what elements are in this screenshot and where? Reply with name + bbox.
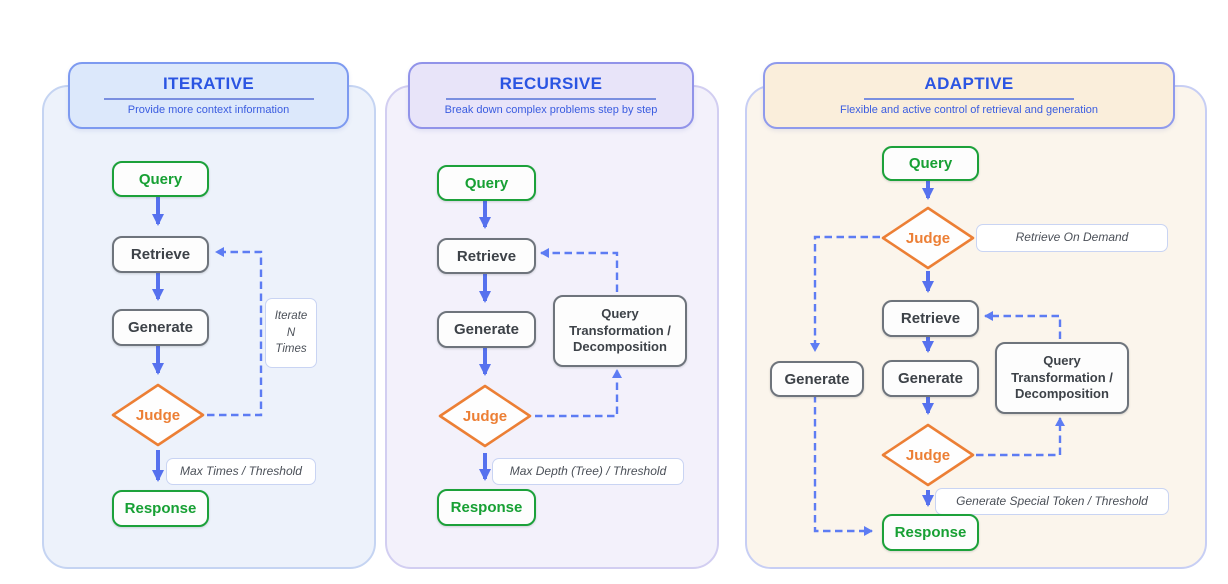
adap-transform-node: Query Transformation / Decomposition — [995, 342, 1129, 414]
loop-recu-transform-retrieve — [540, 248, 619, 292]
recu-generate-label: Generate — [453, 321, 520, 338]
adaptive-title-rule — [864, 98, 1074, 100]
adap-query-node: Query — [882, 146, 979, 181]
iter-loop-note: Iterate N Times — [265, 298, 317, 368]
iter-judge-label: Judge — [135, 406, 181, 424]
iterative-title-rule — [103, 98, 314, 100]
recu-generate-node: Generate — [437, 311, 536, 348]
route-adap-judge1-generate-direct — [810, 235, 880, 352]
iter-generate-label: Generate — [127, 319, 194, 336]
route-adap-generate-direct-response — [813, 395, 873, 536]
adap-judge-retrieval-label: Judge — [905, 229, 951, 247]
recu-query-label: Query — [464, 174, 509, 192]
header-adaptive: ADAPTIVE Flexible and active control of … — [763, 62, 1175, 129]
iter-query-node: Query — [112, 161, 209, 197]
adap-generate-direct-label: Generate — [784, 370, 850, 388]
recu-transform-line2: Transformation / — [569, 322, 671, 338]
adap-retrieve-label: Retrieve — [900, 310, 961, 327]
adap-generate-node: Generate — [882, 360, 979, 397]
diamond-shape-icon — [881, 206, 975, 270]
panel-iterative — [42, 85, 376, 569]
iterative-subtitle: Provide more context information — [127, 103, 290, 116]
header-recursive: RECURSIVE Break down complex problems st… — [408, 62, 694, 129]
adap-transform-line2: Transformation / — [1011, 369, 1113, 385]
header-iterative: ITERATIVE Provide more context informati… — [68, 62, 349, 129]
recu-response-label: Response — [450, 499, 523, 516]
adap-judge-generation-node: Judge — [881, 423, 975, 487]
recursive-title: RECURSIVE — [499, 74, 603, 94]
iter-response-label: Response — [124, 500, 197, 517]
adap-retrieve-node: Retrieve — [882, 300, 979, 337]
adap-transform-line1: Query — [1043, 352, 1081, 368]
route-adap-transform-retrieve — [984, 311, 1062, 339]
adap-transform-line3: Decomposition — [1015, 386, 1109, 402]
iter-retrieve-node: Retrieve — [112, 236, 209, 273]
diamond-shape-icon — [438, 384, 532, 448]
iter-loop-line3: Times — [275, 343, 307, 356]
recu-exit-note: Max Depth (Tree) / Threshold — [492, 458, 684, 485]
iter-exit-note: Max Times / Threshold — [166, 458, 316, 485]
iter-retrieve-label: Retrieve — [130, 246, 191, 263]
iter-loop-line1: Iterate — [274, 309, 308, 322]
adap-judge-retrieval-node: Judge — [881, 206, 975, 270]
recu-exit-label: Max Depth (Tree) / Threshold — [509, 463, 667, 478]
loop-recu-judge-transform — [535, 369, 622, 418]
adap-judge-generation-label: Judge — [905, 446, 951, 464]
adap-query-label: Query — [908, 155, 953, 172]
iter-generate-node: Generate — [112, 309, 209, 346]
recu-transform-line1: Query — [601, 305, 639, 321]
iterative-title: ITERATIVE — [162, 74, 255, 94]
recursive-subtitle: Break down complex problems step by step — [444, 103, 658, 116]
iter-loop-line2: N — [286, 326, 296, 339]
recu-transform-line3: Decomposition — [573, 339, 667, 355]
recu-retrieve-node: Retrieve — [437, 238, 536, 274]
diamond-shape-icon — [111, 383, 205, 447]
recursive-title-rule — [446, 98, 656, 100]
adap-exit-note: Generate Special Token / Threshold — [935, 488, 1169, 515]
iter-response-node: Response — [112, 490, 209, 527]
adap-exit-label: Generate Special Token / Threshold — [956, 493, 1148, 508]
recu-response-node: Response — [437, 489, 536, 526]
route-adap-judge2-transform — [976, 417, 1065, 457]
iter-query-label: Query — [138, 170, 183, 188]
loop-iter-judge-retrieve — [207, 247, 263, 417]
adap-response-node: Response — [882, 514, 979, 551]
diamond-shape-icon — [881, 423, 975, 487]
iter-exit-label: Max Times / Threshold — [180, 463, 302, 478]
recu-query-node: Query — [437, 165, 536, 201]
adaptive-title: ADAPTIVE — [924, 74, 1014, 94]
recu-transform-node: Query Transformation / Decomposition — [553, 295, 687, 367]
adap-generate-label: Generate — [897, 370, 964, 387]
recu-retrieve-label: Retrieve — [456, 247, 517, 265]
adap-judge-retrieval-note: Retrieve On Demand — [976, 224, 1168, 252]
recu-judge-node: Judge — [438, 384, 532, 448]
iter-judge-node: Judge — [111, 383, 205, 447]
adaptive-subtitle: Flexible and active control of retrieval… — [839, 103, 1099, 116]
adap-response-label: Response — [894, 524, 967, 541]
adap-judge-retrieval-note-label: Retrieve On Demand — [1015, 230, 1129, 245]
adap-generate-direct-node: Generate — [770, 361, 864, 397]
recu-judge-label: Judge — [462, 407, 508, 425]
